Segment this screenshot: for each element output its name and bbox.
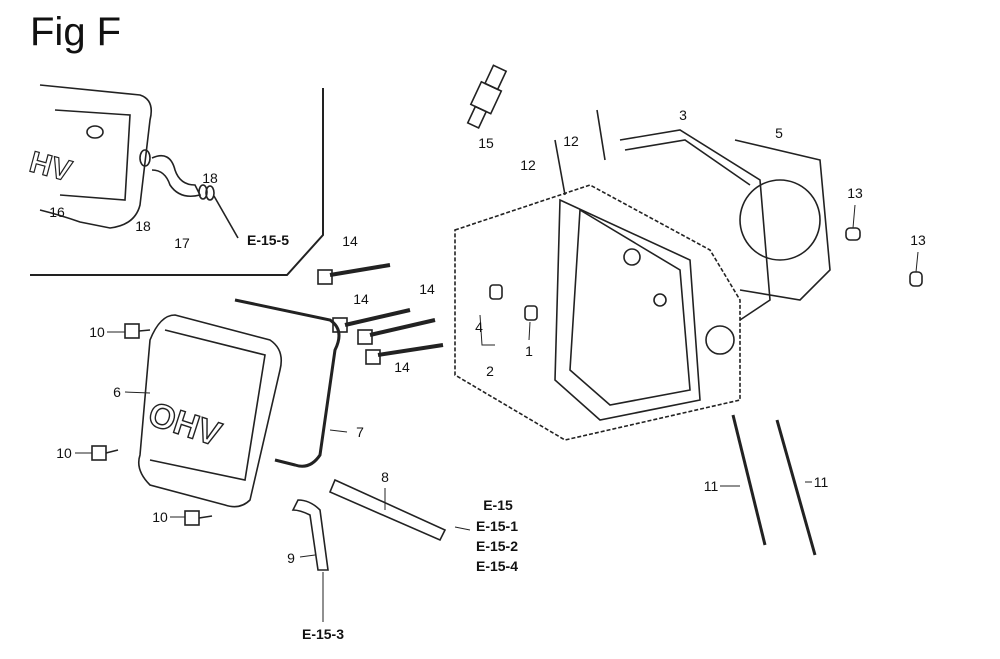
callout-8: 8: [381, 469, 389, 485]
svg-text:HV: HV: [26, 146, 75, 189]
callout-13: 13: [847, 185, 863, 201]
callout-7: 7: [356, 424, 364, 440]
callout-10: 10: [152, 509, 168, 525]
bolt-10a: [124, 323, 140, 339]
callout-11: 11: [813, 474, 829, 490]
spark-plug: [466, 64, 508, 129]
inset-frame: [30, 88, 324, 276]
bolt-10b: [91, 445, 107, 461]
callout-14: 14: [353, 291, 369, 307]
callout-3: 3: [679, 107, 687, 123]
bolts: [317, 263, 444, 365]
dowel-13a: [845, 227, 861, 241]
guide-2: [489, 284, 503, 300]
callout-16: 16: [49, 204, 65, 220]
callout-14: 14: [394, 359, 410, 375]
ref-e-15-5[interactable]: E-15-5: [246, 232, 290, 248]
callout-14: 14: [419, 281, 435, 297]
dowel-13b: [909, 271, 923, 287]
ohv-stamp: OHV: [144, 395, 226, 454]
bolt-10c: [184, 510, 200, 526]
callout-9: 9: [287, 550, 295, 566]
ref-e-15-3[interactable]: E-15-3: [301, 626, 345, 642]
callout-12: 12: [520, 157, 536, 173]
leader-lines: [75, 204, 919, 622]
cylinder-head: [454, 129, 831, 441]
breather-hose-8: [328, 478, 447, 542]
dowel-1: [524, 305, 538, 321]
callout-12: 12: [563, 133, 579, 149]
callout-5: 5: [775, 125, 783, 141]
callout-17: 17: [174, 235, 190, 251]
callout-6: 6: [113, 384, 121, 400]
callout-1: 1: [525, 343, 533, 359]
ref-e-15-4[interactable]: E-15-4: [475, 558, 519, 574]
callout-14: 14: [342, 233, 358, 249]
figure-title: Fig F: [30, 10, 122, 54]
callout-18: 18: [135, 218, 151, 234]
callout-10: 10: [56, 445, 72, 461]
callout-4: 4: [475, 319, 483, 335]
callout-10: 10: [89, 324, 105, 340]
callout-11: 11: [703, 478, 719, 494]
ref-e-15-2[interactable]: E-15-2: [475, 538, 519, 554]
studs: [554, 109, 817, 556]
ref-e-15[interactable]: E-15: [483, 497, 513, 513]
callout-18: 18: [202, 170, 218, 186]
valve-cover: OHV: [137, 298, 341, 508]
callout-13: 13: [910, 232, 926, 248]
breather-tube-9: [291, 499, 329, 571]
callout-15: 15: [478, 135, 494, 151]
ref-e-15-1[interactable]: E-15-1: [475, 518, 519, 534]
callout-2: 2: [486, 363, 494, 379]
